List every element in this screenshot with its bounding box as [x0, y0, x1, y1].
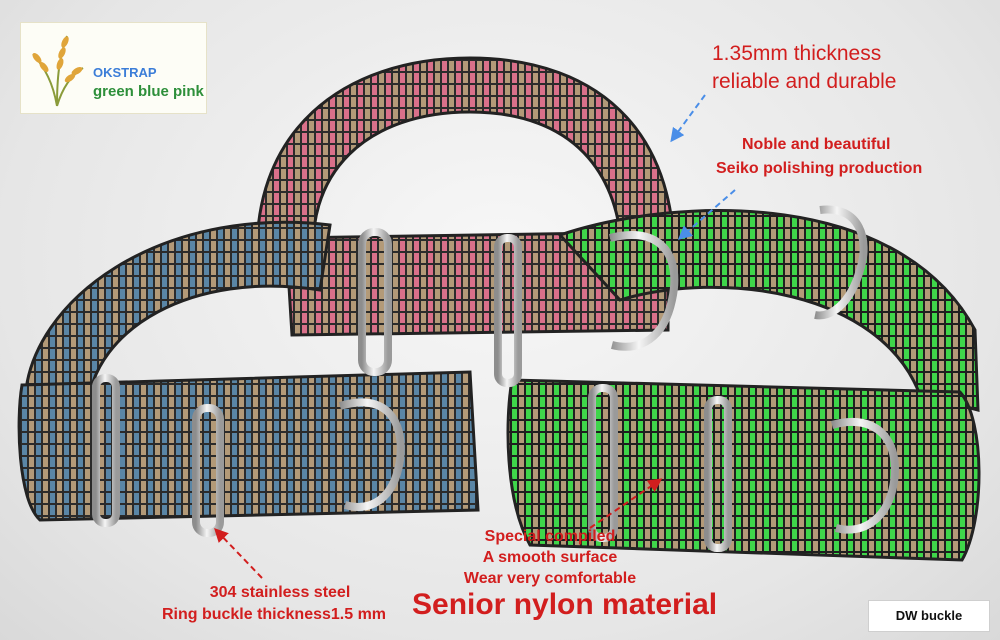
- noble-line-1: Noble and beautiful: [742, 136, 891, 153]
- steel-line-2: Ring buckle thickness1.5 mm: [161, 606, 387, 623]
- blue-strap: [17, 220, 480, 522]
- logo-box: OKSTRAP green blue pink: [20, 22, 207, 114]
- thickness-line-2: reliable and durable: [712, 70, 897, 93]
- headline: Senior nylon material: [412, 588, 718, 621]
- logo-colors: green blue pink: [93, 83, 204, 100]
- pink-strap: [255, 56, 676, 337]
- noble-line-2: Seiko polishing production: [716, 160, 923, 177]
- special-line-2: A smooth surface: [482, 549, 618, 566]
- logo-brand: OKSTRAP: [93, 65, 157, 80]
- wheat-logo-icon: [32, 35, 84, 107]
- special-line-3: Wear very comfortable: [463, 570, 637, 587]
- steel-hardware: [92, 205, 899, 552]
- thickness-line-1: 1.35mm thickness: [712, 42, 882, 65]
- steel-arrow: [214, 527, 263, 579]
- thickness-arrow: [670, 94, 706, 143]
- steel-line-1: 304 stainless steel: [209, 584, 351, 601]
- special-line-1: Special compiled: [484, 528, 616, 545]
- buckle-arrow: [677, 189, 736, 240]
- dw-buckle-label: DW buckle: [868, 600, 990, 632]
- material-arrow: [589, 478, 663, 529]
